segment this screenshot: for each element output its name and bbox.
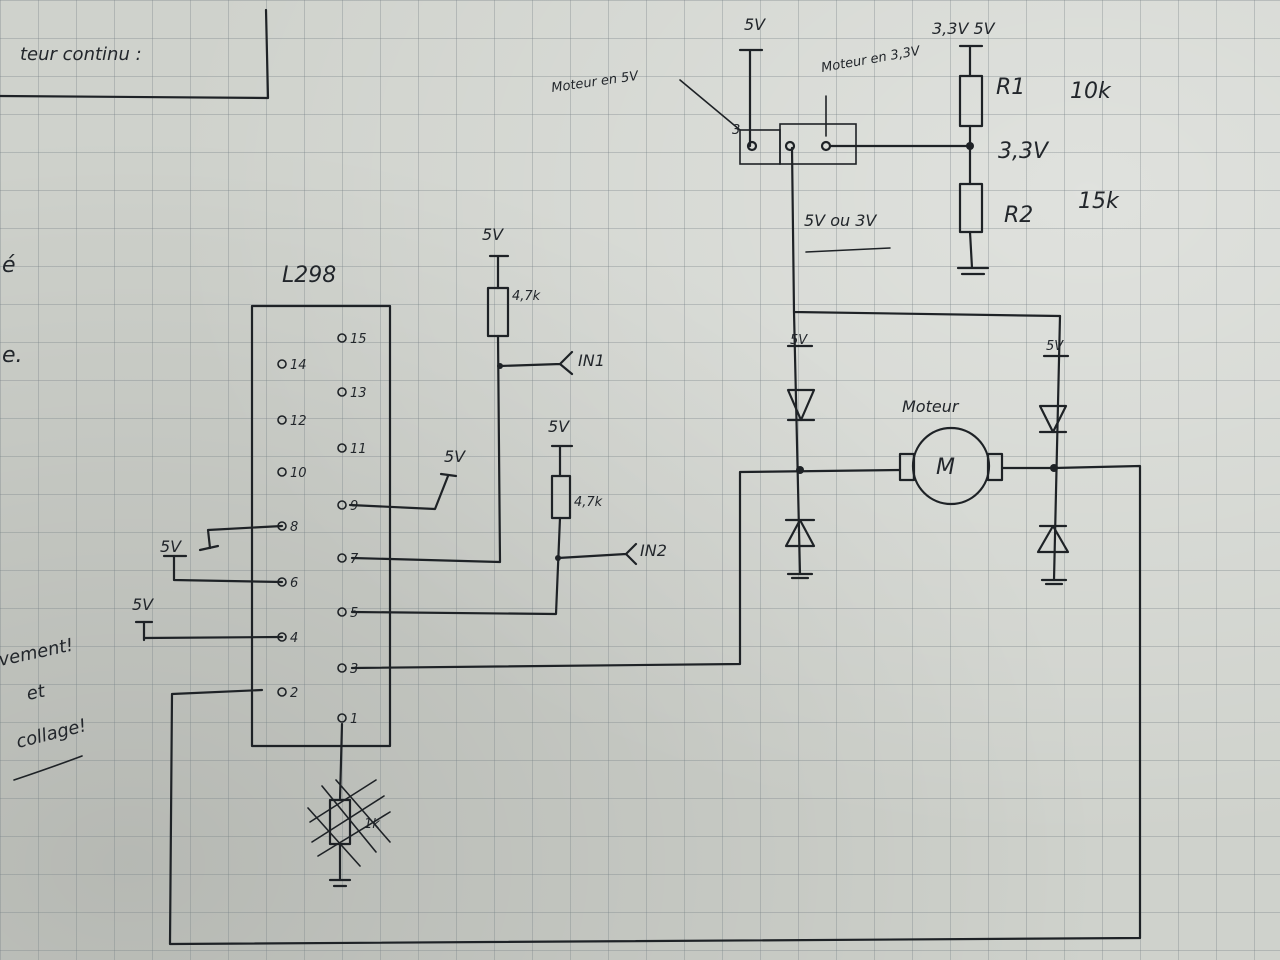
r1-label: R1 bbox=[996, 75, 1025, 100]
chip-pin-marker bbox=[337, 500, 347, 510]
motor-symbol bbox=[911, 426, 991, 506]
chip-pin-marker bbox=[337, 387, 347, 397]
left-lower-diode bbox=[784, 518, 816, 548]
chip-pin-marker bbox=[337, 443, 347, 453]
chip-pin-number: 13 bbox=[350, 386, 367, 401]
in1-pullup-value: 4,7k bbox=[512, 289, 541, 304]
margin-note-3: collage! bbox=[14, 715, 89, 753]
in1-pullup-5v-label: 5V bbox=[482, 225, 504, 244]
chip-pin-number: 15 bbox=[350, 332, 367, 347]
output1-wire bbox=[350, 468, 902, 670]
chip-pin-marker bbox=[337, 713, 347, 723]
right-diode-5v-label: 5V bbox=[1046, 339, 1064, 354]
chip-pin-marker bbox=[337, 607, 347, 617]
chip-pin-number: 6 bbox=[290, 576, 298, 591]
jumper-pin-1[interactable] bbox=[746, 140, 758, 152]
divider-top-label: 3,3V 5V bbox=[932, 19, 996, 38]
chip-pin-number: 9 bbox=[350, 499, 358, 514]
left-diode-5v-label: 5V bbox=[790, 333, 808, 348]
r2-resistor bbox=[958, 182, 984, 234]
junctions bbox=[497, 363, 1058, 561]
in2-label: IN2 bbox=[640, 541, 667, 560]
in2-pullup-5v-label: 5V bbox=[548, 417, 570, 436]
pin9-5v-label: 5V bbox=[444, 447, 466, 466]
selector-label: 5V ou 3V bbox=[804, 211, 877, 230]
right-upper-diode bbox=[1038, 404, 1068, 434]
left-upper-diode bbox=[786, 388, 816, 422]
chip-pin-marker bbox=[277, 687, 287, 697]
chip-pin-number: 7 bbox=[350, 552, 359, 567]
title-box: teur continu : bbox=[0, 8, 270, 100]
pin9-supply: 5V bbox=[348, 447, 466, 511]
in1-pullup-resistor bbox=[486, 286, 510, 338]
chip-pin-number: 14 bbox=[290, 358, 307, 373]
chip-pin-number: 5 bbox=[350, 606, 358, 621]
output2-wire bbox=[168, 464, 1142, 946]
r2-label: R2 bbox=[1004, 203, 1033, 228]
in1-label: IN1 bbox=[578, 351, 605, 370]
r1-resistor bbox=[958, 74, 984, 128]
motor-label: Moteur bbox=[902, 397, 960, 416]
right-diodes: 5V bbox=[1036, 314, 1070, 586]
jumper-left-label: Moteur en 5V bbox=[550, 69, 640, 96]
pin4-supply: 5V bbox=[132, 595, 284, 642]
chip-pin-number: 10 bbox=[290, 466, 307, 481]
l298-chip: L298 15 13 11 9 7 5 3 1 14 12 10 8 6 4 2 bbox=[250, 263, 392, 748]
chip-pins-left: 14 12 10 8 6 4 2 bbox=[277, 358, 307, 701]
chip-pin-number: 12 bbox=[290, 414, 307, 429]
supply-jumper: 5V Moteur en 5V 3 Moteur en 3,3V 5V ou 3… bbox=[550, 15, 972, 253]
left-diodes: 5V bbox=[784, 146, 1062, 580]
in1-network: 5V 4,7k IN1 bbox=[350, 225, 605, 564]
chip-pin-number: 2 bbox=[290, 686, 298, 701]
margin-mark-1: é bbox=[2, 253, 16, 278]
chip-pin-number: 1 bbox=[350, 712, 358, 727]
chip-pin-marker bbox=[337, 333, 347, 343]
chip-pin-marker bbox=[337, 553, 347, 563]
chip-name: L298 bbox=[282, 263, 336, 288]
chip-pin-marker bbox=[277, 415, 287, 425]
jumper-pin-2[interactable] bbox=[784, 140, 796, 152]
chip-pin-number: 11 bbox=[350, 442, 367, 457]
margin-mark-2: e. bbox=[2, 343, 23, 368]
pin4-5v-label: 5V bbox=[132, 595, 154, 614]
jumper-right-label: Moteur en 3,3V bbox=[820, 44, 922, 76]
chip-pin-marker bbox=[337, 663, 347, 673]
pin8-6-supply: 5V bbox=[160, 524, 284, 584]
motor: Moteur M bbox=[898, 397, 1056, 506]
margin-notes: é e. vement! et collage! bbox=[0, 253, 89, 781]
jumper-pin-number: 3 bbox=[732, 123, 740, 138]
chip-pins-right: 15 13 11 9 7 5 3 1 bbox=[337, 332, 367, 727]
chip-pin-number: 4 bbox=[290, 631, 298, 646]
margin-note-1: vement! bbox=[0, 635, 75, 671]
divider-mid-label: 3,3V bbox=[998, 139, 1050, 164]
in2-pullup-value: 4,7k bbox=[574, 495, 603, 510]
title-box-text: teur continu : bbox=[20, 44, 142, 65]
motor-symbol-text: M bbox=[936, 455, 955, 480]
right-lower-diode bbox=[1036, 524, 1070, 554]
in2-pullup-resistor bbox=[550, 474, 572, 520]
chip-pin-marker bbox=[277, 359, 287, 369]
r2-value: 15k bbox=[1078, 189, 1120, 214]
r1-value: 10k bbox=[1070, 79, 1112, 104]
chip-pin-marker bbox=[277, 467, 287, 477]
chip-pin-number: 8 bbox=[290, 520, 298, 535]
sense-network: 1k bbox=[307, 722, 391, 888]
voltage-divider: 3,3V 5V R1 10k 3,3V R2 15k bbox=[932, 19, 1120, 276]
motor-5v-label: 5V bbox=[744, 15, 766, 34]
pin8-6-5v-label: 5V bbox=[160, 537, 182, 556]
in2-network: 5V 4,7k IN2 bbox=[350, 417, 667, 616]
chip-pin-number: 3 bbox=[350, 662, 358, 677]
margin-note-2: et bbox=[25, 680, 48, 705]
jumper-pin-3[interactable] bbox=[820, 140, 832, 152]
